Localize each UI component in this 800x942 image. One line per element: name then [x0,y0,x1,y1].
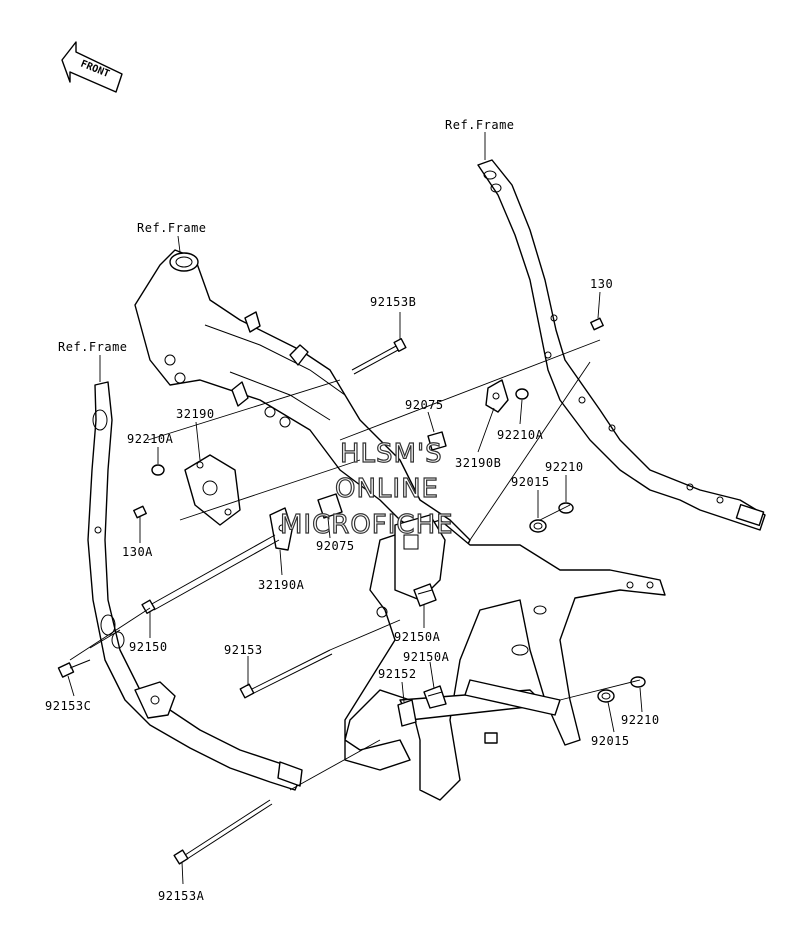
label-32190a: 32190A [258,578,305,592]
label-92210-right: 92210 [545,460,584,474]
nut-92210a-right [515,388,529,400]
watermark-line-3: MICROFICHE [280,510,454,540]
bolt-92153 [239,649,333,699]
nut-92210-right [558,502,574,514]
watermark-line-1: HLSM'S [340,439,443,469]
bush-92150a-mid [413,583,437,607]
spacer-92075-mid [317,493,343,519]
bolt-130a [133,505,147,519]
label-ref-frame-left: Ref.Frame [58,340,128,354]
label-92153c: 92153C [45,699,91,713]
bracket-32190 [184,454,241,526]
bolt-92153b [351,338,407,375]
spacer-92075-top [427,431,447,451]
collar-92015-right [529,519,547,533]
left-frame-rail [87,381,303,791]
label-92075-top: 92075 [405,398,444,412]
label-92153: 92153 [224,643,263,657]
label-92150a-mid: 92150A [394,630,441,644]
label-92150a-low: 92150A [403,650,450,664]
label-92015-right: 92015 [511,475,550,489]
bolt-92153a [173,799,273,865]
label-ref-frame-mid: Ref.Frame [137,221,207,235]
spacer-92152 [397,699,417,727]
label-92015-low: 92015 [591,734,630,748]
collar-92015-low [597,689,615,703]
assembly-lines [69,339,641,791]
label-92153b: 92153B [370,295,416,309]
bracket-32190b [485,379,509,413]
label-92210a-left: 92210A [127,432,174,446]
leader-lines [67,132,643,885]
label-32190b: 32190B [455,456,501,470]
right-rear-frame-rail [477,159,766,531]
label-92210-low: 92210 [621,713,660,727]
watermark-line-2: ONLINE [335,474,439,504]
label-130a: 130A [122,545,153,559]
label-130: 130 [590,277,613,291]
bolt-92153c [57,659,91,678]
main-backbone-frame [134,249,471,561]
label-92152: 92152 [378,667,417,681]
label-ref-frame-top: Ref.Frame [445,118,515,132]
bolt-130 [590,317,604,331]
label-92075-mid: 92075 [316,539,355,553]
bolt-92150 [141,534,280,615]
label-92153a: 92153A [158,889,205,903]
lower-cradle-frame [344,514,666,801]
label-92150: 92150 [129,640,168,654]
nut-92210a-left [151,464,165,476]
front-arrow-icon: FRONT [61,41,123,93]
bush-92150a-low [423,685,447,709]
watermark: HLSM'S ONLINE MICROFICHE [279,438,454,540]
part-labels: Ref.Frame Ref.Frame Ref.Frame 130 92153B… [45,118,660,903]
label-92210a-right: 92210A [497,428,544,442]
label-32190: 32190 [176,407,215,421]
